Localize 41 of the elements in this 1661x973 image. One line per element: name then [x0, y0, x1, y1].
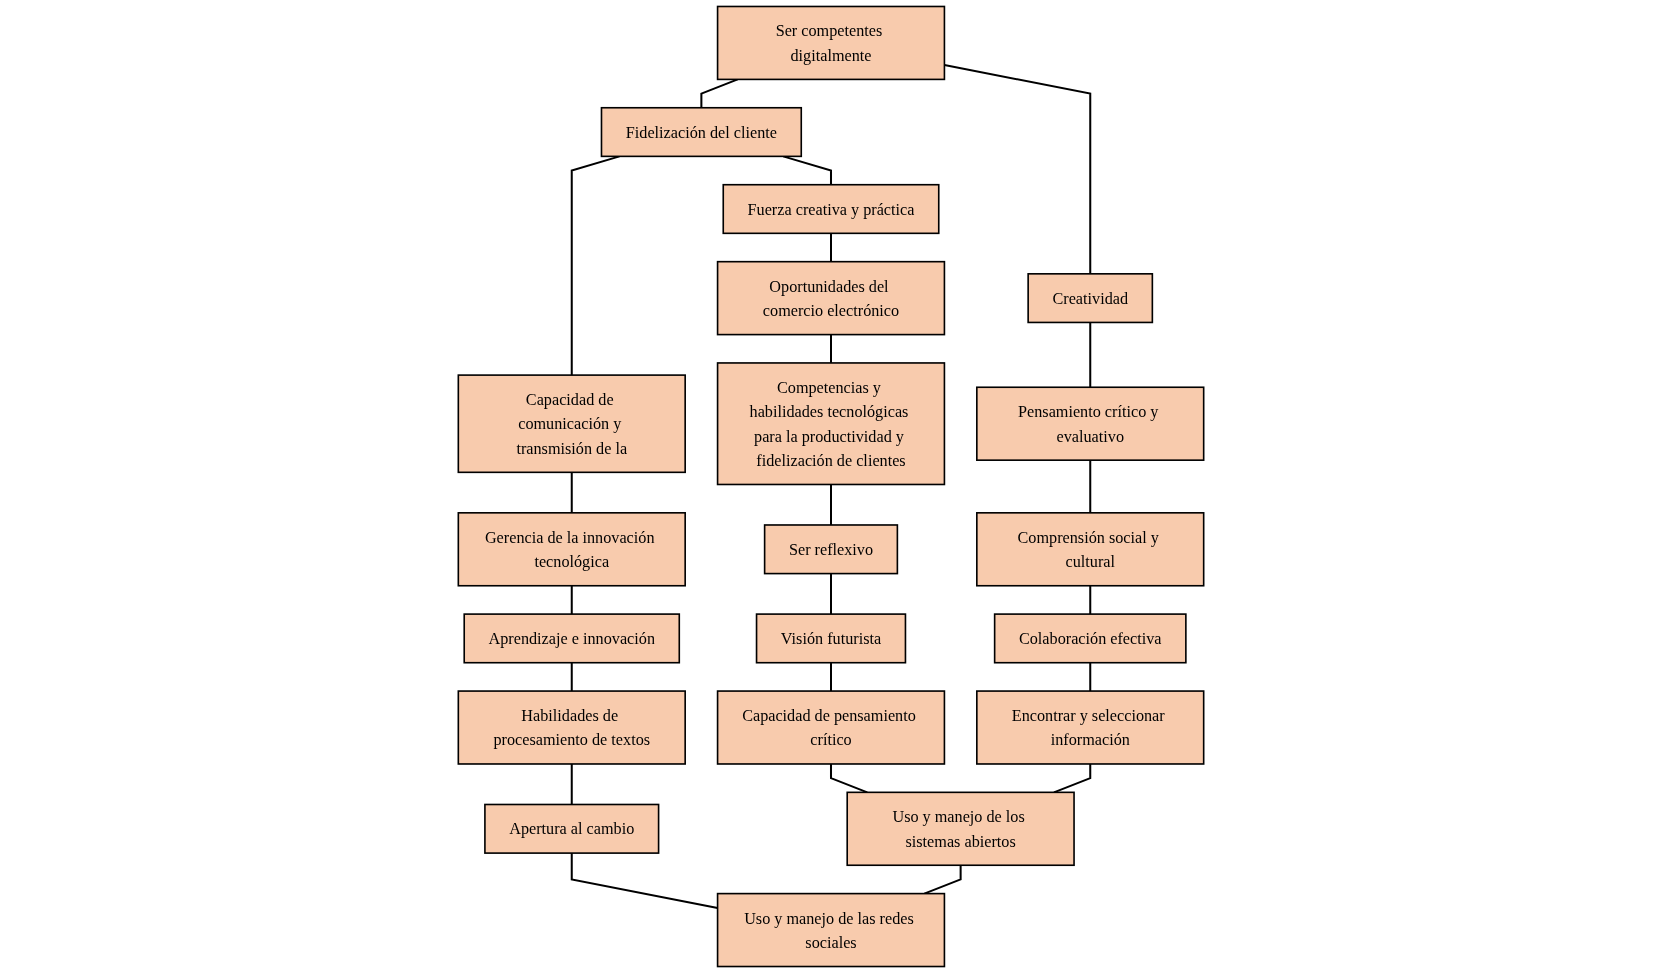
node-box: Fidelización del cliente — [600, 106, 802, 158]
node-box: Uso y manejo de los sistemas abiertos — [845, 791, 1075, 867]
connector — [1053, 764, 1091, 794]
connector — [570, 155, 620, 376]
connector — [923, 865, 962, 895]
node-box: Capacidad de comunicación y transmisión de la — [457, 374, 686, 474]
connector — [570, 853, 718, 909]
connector — [570, 472, 573, 513]
connector — [570, 585, 573, 615]
node-box: Aprendizaje e innovación — [462, 613, 680, 664]
node-box: Ser competentes digitalmente — [716, 5, 945, 81]
node-box: Capacidad de pensamiento crítico — [716, 690, 945, 765]
connector — [829, 484, 832, 525]
connector — [1088, 585, 1091, 615]
connector — [1088, 662, 1091, 692]
connector — [943, 64, 1091, 274]
connector — [570, 764, 573, 805]
node-box: Uso y manejo de las redes sociales — [716, 892, 945, 968]
node-box: Oportunidades del comercio electrónico — [716, 260, 945, 336]
connector — [699, 78, 738, 108]
connector — [1088, 322, 1091, 388]
node-box: Colaboración efectiva — [993, 613, 1187, 664]
node-box: Encontrar y seleccionar información — [975, 690, 1204, 765]
node-box: Fuerza creativa y práctica — [721, 183, 940, 235]
connector — [829, 334, 832, 363]
node-box: Apertura al cambio — [483, 803, 659, 854]
node-box: Habilidades de procesamiento de textos — [457, 690, 686, 765]
connector — [829, 662, 832, 692]
node-box: Pensamiento crítico y evaluativo — [975, 386, 1204, 461]
node-box: Creatividad — [1026, 273, 1153, 324]
connector — [782, 155, 832, 185]
node-box: Gerencia de la innovación tecnológica — [457, 512, 686, 587]
node-box: Visión futurista — [755, 613, 906, 664]
node-box: Ser reflexivo — [763, 524, 898, 575]
connector — [1088, 460, 1091, 513]
connector — [570, 662, 573, 692]
node-box: Competencias y habilidades tecnológicas para la productividad y fidelización de clientes — [716, 362, 945, 486]
connector — [829, 233, 832, 262]
connector — [829, 573, 832, 615]
connector — [829, 764, 868, 794]
node-box: Comprensión social y cultural — [975, 512, 1204, 587]
